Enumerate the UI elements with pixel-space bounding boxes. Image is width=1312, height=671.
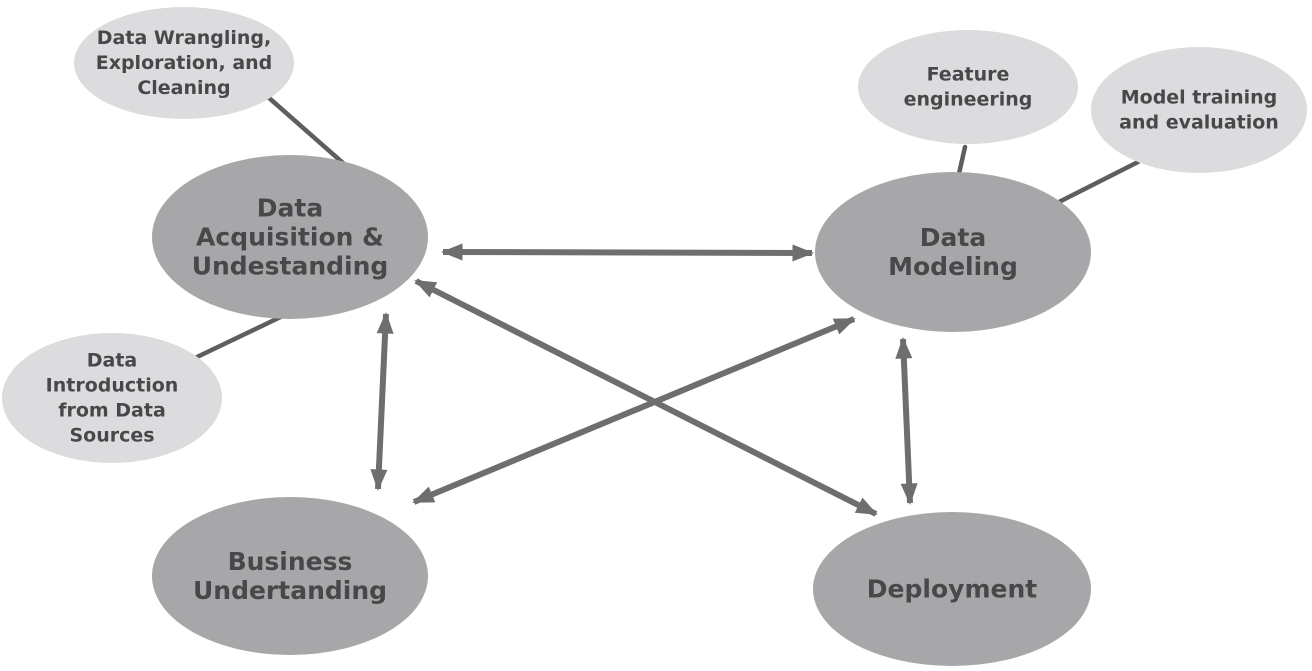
connector-line-data-wrangling-exploration-cleaning-to-data-acquisition-undestanding xyxy=(265,94,346,166)
node-ellipse-deployment xyxy=(813,512,1091,666)
node-ellipse-data-modeling xyxy=(815,172,1091,332)
node-deployment: Deployment xyxy=(813,512,1091,666)
node-ellipse-business-undertanding xyxy=(152,497,428,655)
node-ellipse-data-acquisition-undestanding xyxy=(152,155,428,319)
node-ellipse-model-training-and-evaluation xyxy=(1091,47,1307,173)
arrow-data-modeling-to-deployment xyxy=(895,337,918,505)
node-ellipse-data-introduction-from-data-sources xyxy=(2,333,222,463)
node-ellipse-data-wrangling-exploration-cleaning xyxy=(74,7,294,119)
connector-line-model-training-and-evaluation-to-data-modeling xyxy=(1054,159,1141,206)
arrow-business-undertanding-to-data-modeling xyxy=(412,316,856,505)
node-ellipse-feature-engineering xyxy=(858,30,1078,144)
arrow-data-acquisition-undestanding-to-data-modeling xyxy=(441,243,814,262)
connector-line-data-introduction-from-data-sources-to-data-acquisition-undestanding xyxy=(194,309,294,360)
arrow-data-acquisition-undestanding-to-business-undertanding xyxy=(370,312,394,491)
arrow-data-acquisition-undestanding-to-deployment xyxy=(414,278,878,517)
node-label-deployment: Deployment xyxy=(867,575,1037,604)
